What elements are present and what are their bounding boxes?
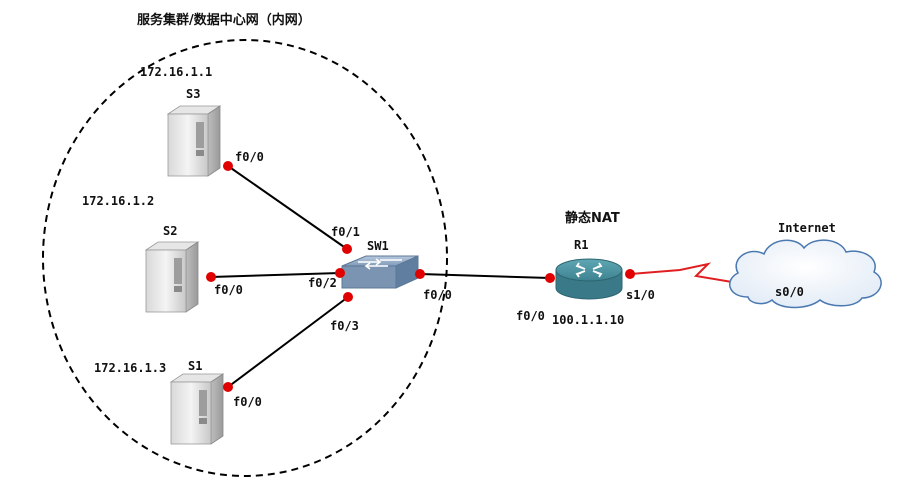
nat-label: 静态NAT	[565, 210, 620, 226]
port-dot-r1-f0-0	[545, 273, 555, 283]
port-dot-s3-f0-0	[223, 161, 233, 171]
switch-sw1-icon	[341, 255, 419, 289]
router-r1-inside-port: f0/0	[516, 309, 545, 323]
links	[210, 165, 551, 388]
switch-sw1-port-3: f0/3	[330, 319, 359, 333]
link-s2-sw1	[210, 272, 341, 278]
internet-port-label: s0/0	[775, 285, 804, 299]
server-s1-icon	[169, 373, 225, 445]
port-dot-sw1-f0-2	[335, 268, 345, 278]
server-s1-name: S1	[188, 359, 202, 373]
link-r1-internet-serial	[629, 262, 739, 284]
server-s1-ip: 172.16.1.3	[94, 361, 166, 375]
link-sw1-r1	[419, 273, 551, 279]
port-dots	[206, 161, 635, 392]
router-r1-outside-port: s1/0	[626, 288, 655, 302]
port-dot-s2-f0-0	[206, 272, 216, 282]
server-s2-name: S2	[163, 224, 177, 238]
port-dot-sw1-f0-1	[342, 244, 352, 254]
router-r1-inside-ip: 100.1.1.10	[552, 313, 624, 327]
link-s1-sw1	[227, 296, 349, 388]
link-s3-sw1	[227, 165, 348, 250]
switch-sw1-name: SW1	[367, 239, 389, 253]
server-s3-icon	[166, 105, 222, 177]
switch-sw1-port-2: f0/2	[308, 276, 337, 290]
server-s3-ip: 172.16.1.1	[140, 65, 212, 79]
port-dot-r1-s1-0	[625, 269, 635, 279]
server-s3-name: S3	[186, 87, 200, 101]
internet-cloud-icon	[728, 239, 882, 309]
switch-sw1-port-1: f0/1	[331, 225, 360, 239]
server-s1-port-label: f0/0	[233, 395, 262, 409]
server-s2-ip: 172.16.1.2	[82, 194, 154, 208]
server-s2-icon	[144, 241, 200, 313]
server-s3-port-label: f0/0	[235, 150, 264, 164]
server-s2-port-label: f0/0	[214, 283, 243, 297]
internet-label: Internet	[778, 221, 836, 235]
port-dot-sw1-f0-0	[415, 269, 425, 279]
router-r1-name: R1	[574, 238, 588, 252]
intranet-boundary	[42, 39, 448, 477]
port-dot-s1-f0-0	[223, 382, 233, 392]
router-r1-icon	[555, 258, 623, 300]
switch-sw1-port-0: f0/0	[423, 288, 452, 302]
zone-title: 服务集群/数据中心网（内网）	[137, 12, 311, 28]
port-dot-sw1-f0-3	[343, 292, 353, 302]
